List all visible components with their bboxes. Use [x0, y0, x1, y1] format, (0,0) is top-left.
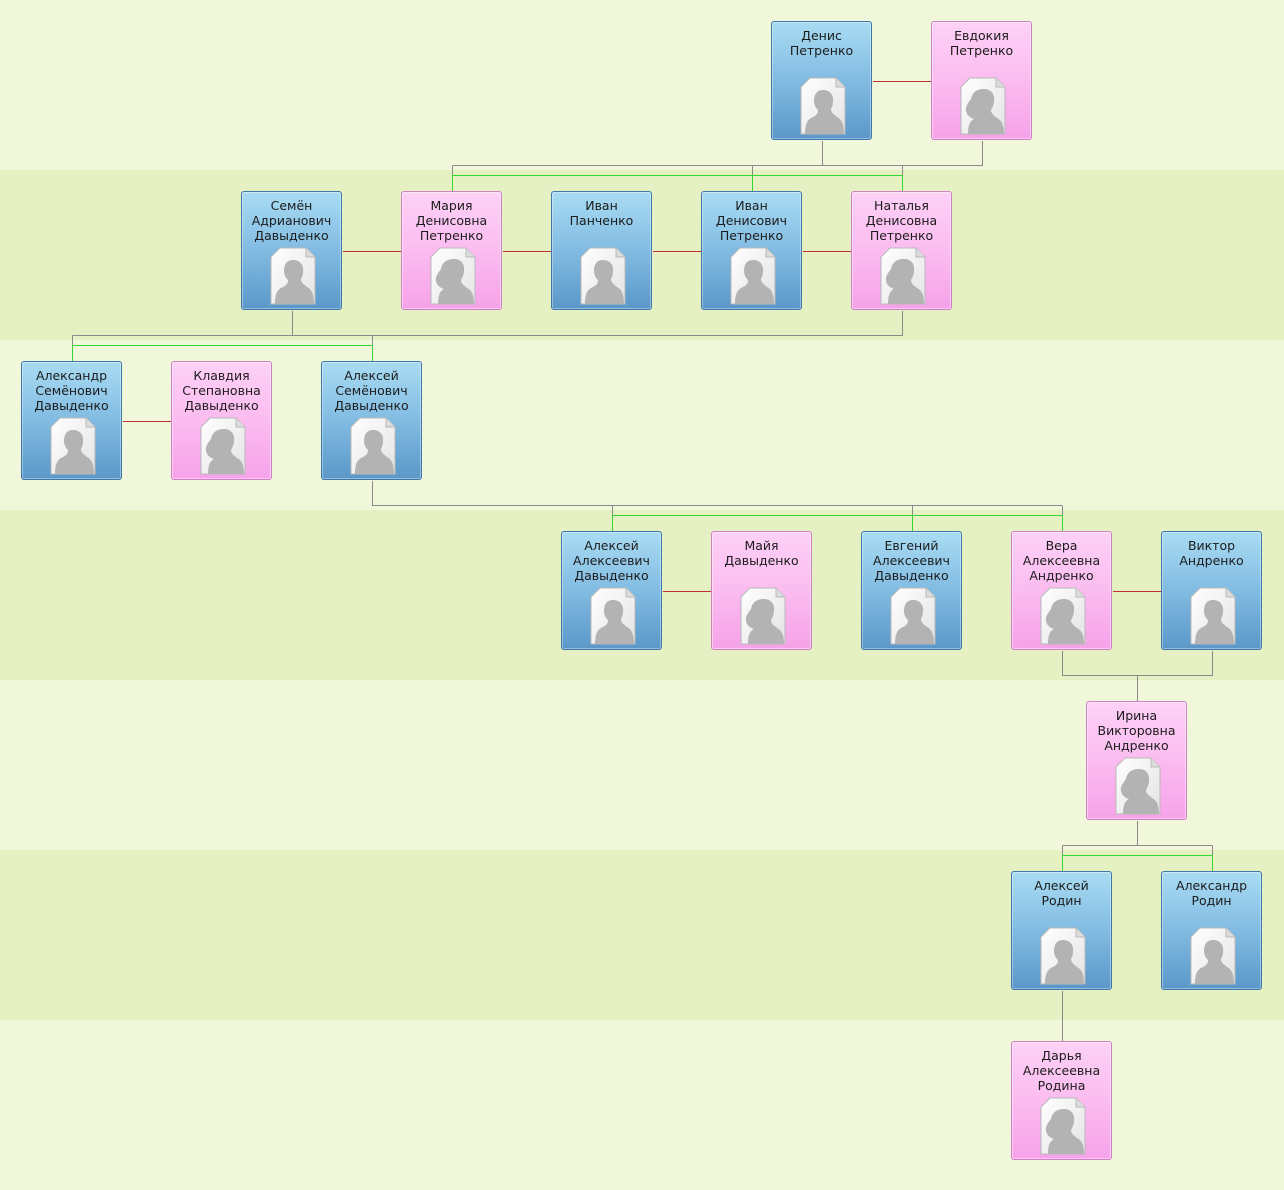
male-silhouette-icon	[580, 247, 626, 305]
person-name: Алексей Родин	[1034, 878, 1089, 908]
person-name: Дарья Алексеевна Родина	[1022, 1048, 1101, 1093]
person-name: Алексей Семёнович Давыденко	[334, 368, 409, 413]
female-silhouette-icon	[1040, 1097, 1086, 1155]
person-card-vera-andrenko[interactable]: Вера Алексеевна Андренко	[1011, 531, 1112, 650]
person-card-viktor-andrenko[interactable]: Виктор Андренко	[1161, 531, 1262, 650]
person-name: Виктор Андренко	[1179, 538, 1244, 568]
person-card-evdokia-petrenko[interactable]: Евдокия Петренко	[931, 21, 1032, 140]
person-card-ivan-petrenko[interactable]: Иван Денисович Петренко	[701, 191, 802, 310]
generation-band-5	[0, 680, 1284, 850]
female-silhouette-icon	[880, 247, 926, 305]
male-silhouette-icon	[730, 247, 776, 305]
child-lines	[72, 165, 1213, 871]
person-card-natalia-petrenko[interactable]: Наталья Денисовна Петренко	[851, 191, 952, 310]
person-name: Майя Давыденко	[724, 538, 799, 568]
person-card-aleksey-rodin[interactable]: Алексей Родин	[1011, 871, 1112, 990]
male-silhouette-icon	[1040, 927, 1086, 985]
person-name: Семён Адрианович Давыденко	[251, 198, 332, 243]
parent-line	[822, 141, 983, 166]
parent-line	[292, 311, 903, 336]
person-name: Наталья Денисовна Петренко	[865, 198, 938, 243]
generation-band-1	[0, 0, 1284, 170]
parent-line	[372, 481, 1063, 506]
person-card-irina-andrenko[interactable]: Ирина Викторовна Андренко	[1086, 701, 1187, 820]
person-card-aleksandr-rodin[interactable]: Александр Родин	[1161, 871, 1262, 990]
person-name: Евгений Алексеевич Давыденко	[873, 538, 950, 583]
male-silhouette-icon	[270, 247, 316, 305]
person-name: Александр Семёнович Давыденко	[34, 368, 109, 413]
female-silhouette-icon	[960, 77, 1006, 135]
person-name: Денис Петренко	[789, 28, 854, 58]
parent-line	[1062, 651, 1213, 676]
person-card-maria-petrenko[interactable]: Мария Денисовна Петренко	[401, 191, 502, 310]
person-card-klavdia-davydenko[interactable]: Клавдия Степановна Давыденко	[171, 361, 272, 480]
person-name: Иван Панченко	[569, 198, 634, 228]
person-name: Ирина Викторовна Андренко	[1097, 708, 1176, 753]
person-card-maya-davydenko[interactable]: Майя Давыденко	[711, 531, 812, 650]
male-silhouette-icon	[800, 77, 846, 135]
female-silhouette-icon	[430, 247, 476, 305]
male-silhouette-icon	[590, 587, 636, 645]
male-silhouette-icon	[1190, 587, 1236, 645]
person-name: Евдокия Петренко	[949, 28, 1014, 58]
female-silhouette-icon	[200, 417, 246, 475]
person-name: Александр Родин	[1175, 878, 1248, 908]
male-silhouette-icon	[350, 417, 396, 475]
person-name: Алексей Алексеевич Давыденко	[573, 538, 650, 583]
person-name: Вера Алексеевна Андренко	[1022, 538, 1101, 583]
person-card-evgeniy-davydenko[interactable]: Евгений Алексеевич Давыденко	[861, 531, 962, 650]
person-card-denis-petrenko[interactable]: Денис Петренко	[771, 21, 872, 140]
person-card-aleksey-alekseevich-davydenko[interactable]: Алексей Алексеевич Давыденко	[561, 531, 662, 650]
person-card-semyon-davydenko[interactable]: Семён Адрианович Давыденко	[241, 191, 342, 310]
female-silhouette-icon	[740, 587, 786, 645]
male-silhouette-icon	[890, 587, 936, 645]
person-card-aleksandr-davydenko[interactable]: Александр Семёнович Давыденко	[21, 361, 122, 480]
spouse-lines	[123, 81, 1161, 592]
male-silhouette-icon	[1190, 927, 1236, 985]
person-name: Клавдия Степановна Давыденко	[182, 368, 261, 413]
person-card-darya-rodina[interactable]: Дарья Алексеевна Родина	[1011, 1041, 1112, 1160]
person-name: Мария Денисовна Петренко	[415, 198, 488, 243]
female-silhouette-icon	[1040, 587, 1086, 645]
male-silhouette-icon	[50, 417, 96, 475]
person-name: Иван Денисович Петренко	[715, 198, 788, 243]
female-silhouette-icon	[1115, 757, 1161, 815]
person-card-ivan-panchenko[interactable]: Иван Панченко	[551, 191, 652, 310]
person-card-aleksey-semyonovich-davydenko[interactable]: Алексей Семёнович Давыденко	[321, 361, 422, 480]
